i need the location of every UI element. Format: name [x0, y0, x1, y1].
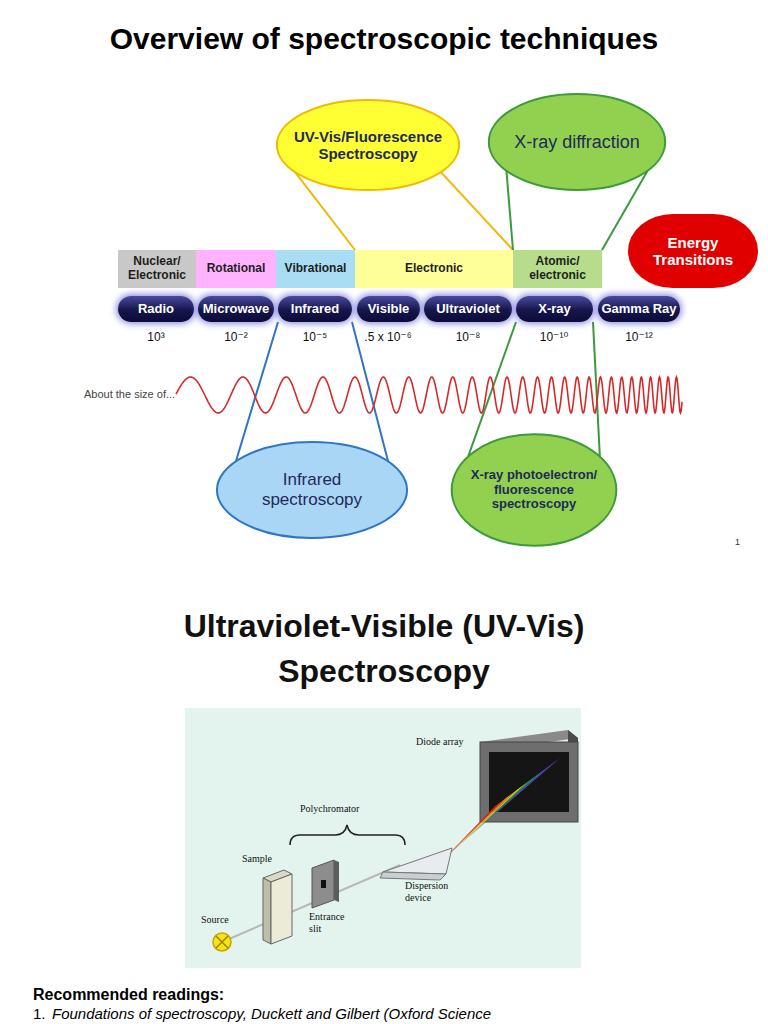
node-label: Gamma Ray: [600, 302, 678, 317]
part-label: Dispersion device: [405, 880, 463, 903]
node-text-group: Electronic: [357, 262, 511, 276]
spectrum-region-pill: Ultraviolet: [424, 296, 512, 322]
node-text-group: Atomic/ electronic: [515, 255, 600, 283]
node-text-group: UV-Vis/Fluorescence Spectroscopy: [294, 128, 443, 163]
part-label: Sample: [242, 853, 272, 865]
transition-band: Nuclear/ Electronic: [118, 250, 196, 288]
em-wave: [176, 377, 682, 413]
node-text-group: Rotational: [198, 262, 274, 276]
node-label: Atomic/ electronic: [515, 255, 600, 283]
spectrum-region-pill: X-ray: [516, 296, 593, 322]
spectrum-fan: [435, 758, 560, 868]
ellipse-shape: [489, 94, 665, 190]
wavelength-value: 10⁻⁵: [270, 331, 360, 345]
transition-band: Electronic: [355, 250, 513, 288]
node-label: Ultraviolet: [426, 302, 510, 317]
node-label: Vibrational: [278, 262, 353, 276]
spectrum-region-pill: Visible: [357, 296, 420, 322]
transition-band: Rotational: [196, 250, 276, 288]
page-number: 1: [735, 537, 740, 547]
node-text-group: Microwave: [200, 302, 272, 317]
node-label: Microwave: [200, 302, 272, 317]
spectrum-region-pill: Microwave: [198, 296, 274, 322]
node-label: Visible: [359, 302, 418, 317]
wavelength-value: 10³: [111, 331, 201, 345]
node-label: Radio: [120, 302, 192, 317]
technique-ellipse: UV-Vis/Fluorescence Spectroscopy: [275, 98, 461, 192]
wave-caption: About the size of...: [84, 388, 175, 401]
illustration-ground: [185, 708, 581, 968]
energy-callout: Energy Transitions: [628, 214, 758, 288]
wavelength-value: 10⁻⁸: [423, 331, 513, 345]
node-text-group: Visible: [359, 302, 418, 317]
node-label: Electronic: [357, 262, 511, 276]
entrance-slit-plate: [312, 860, 339, 908]
light-beam: [222, 865, 400, 942]
node-text-group: X-ray: [518, 302, 591, 317]
node-label: Nuclear/ Electronic: [120, 255, 194, 283]
node-text-group: Ultraviolet: [426, 302, 510, 317]
node-label: Infrared spectroscopy: [235, 470, 390, 509]
ellipse-shape: [277, 100, 459, 190]
page-title: Overview of spectroscopic techniques: [0, 22, 768, 57]
technique-ellipse: X-ray photoelectron/ fluorescence spectr…: [450, 432, 618, 548]
node-text-group: Infrared spectroscopy: [235, 470, 390, 509]
part-label: Diode array: [416, 736, 463, 748]
node-label: Infrared: [280, 302, 350, 317]
spectrum-region-pill: Radio: [118, 296, 194, 322]
transition-band: Atomic/ electronic: [513, 250, 602, 288]
wavelength-value: .5 x 10⁻⁶: [343, 331, 433, 345]
wavelength-value: 10⁻¹⁰: [509, 331, 599, 345]
node-text-group: Gamma Ray: [600, 302, 678, 317]
node-label: X-ray: [518, 302, 591, 317]
node-label: Rotational: [198, 262, 274, 276]
part-label: Polychromator: [300, 803, 359, 815]
node-text-group: Nuclear/ Electronic: [120, 255, 194, 283]
node-text-group: Radio: [120, 302, 192, 317]
node-text-group: Infrared: [280, 302, 350, 317]
ellipse-shape: [452, 434, 617, 545]
node-text-group: X-ray diffraction: [505, 132, 649, 153]
readings-heading: Recommended readings:: [33, 986, 224, 1004]
section-heading: Ultraviolet-Visible (UV-Vis) Spectroscop…: [114, 604, 654, 695]
part-label: Entrance slit: [309, 911, 355, 934]
node-label: X-ray photoelectron/ fluorescence spectr…: [467, 468, 601, 513]
prism: [380, 848, 452, 880]
part-label: Source: [201, 914, 229, 926]
node-label: X-ray diffraction: [505, 132, 649, 153]
reading-reference: Foundations of spectroscopy, Duckett and…: [52, 1005, 491, 1022]
light-source: [213, 933, 231, 951]
technique-ellipse: X-ray diffraction: [487, 92, 667, 192]
node-text-group: Energy Transitions: [630, 234, 756, 269]
polychromator-brace: [290, 825, 405, 845]
wavelength-value: 10⁻¹²: [594, 331, 684, 345]
node-label: UV-Vis/Fluorescence Spectroscopy: [294, 128, 443, 163]
transition-band: Vibrational: [276, 250, 355, 288]
node-text-group: Vibrational: [278, 262, 353, 276]
spectrum-region-pill: Gamma Ray: [598, 296, 680, 322]
technique-ellipse: Infrared spectroscopy: [215, 440, 409, 540]
spectrum-region-pill: Infrared: [278, 296, 352, 322]
node-text-group: X-ray photoelectron/ fluorescence spectr…: [467, 468, 601, 513]
list-number: 1.: [33, 1005, 46, 1022]
node-label: Energy Transitions: [630, 234, 756, 269]
wavelength-value: 10⁻²: [191, 331, 281, 345]
ellipse-shape: [217, 442, 407, 538]
sample-cuvette: [263, 870, 292, 944]
